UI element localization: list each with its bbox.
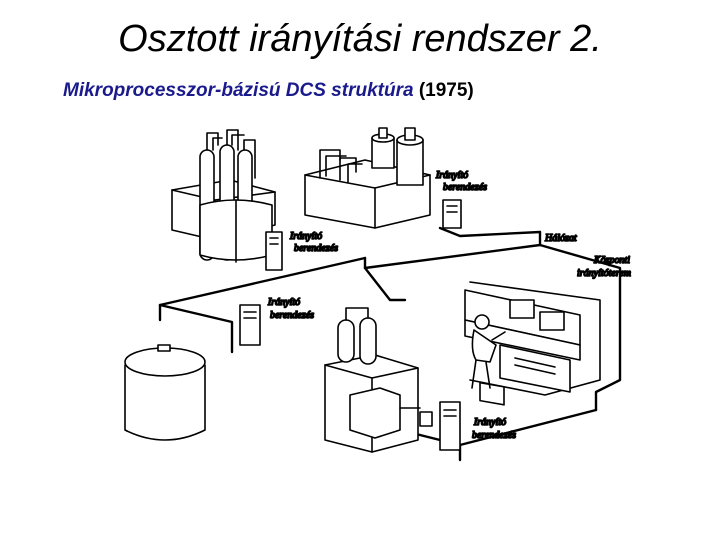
- label-controller-left: Irányító berendezés: [289, 231, 338, 254]
- svg-text:berendezés: berendezés: [294, 243, 338, 254]
- svg-text:irányítóterem: irányítóterem: [577, 268, 631, 279]
- controller-cabinet-bottom: [440, 402, 460, 450]
- svg-text:Irányító: Irányító: [289, 231, 322, 242]
- svg-text:berendezés: berendezés: [443, 182, 487, 193]
- label-controller-middle: Irányító berendezés: [267, 297, 314, 321]
- process-plant-bottom: [325, 308, 432, 452]
- controller-cabinet-left: [266, 232, 282, 270]
- svg-text:berendezés: berendezés: [472, 430, 516, 441]
- label-network: Hálózat: [544, 233, 577, 244]
- svg-text:berendezés: berendezés: [270, 310, 314, 321]
- process-plant-top-left: [172, 130, 275, 262]
- svg-text:Irányító: Irányító: [435, 170, 468, 181]
- label-controller-bottom: Irányító berendezés: [472, 417, 516, 441]
- svg-text:Központi: Központi: [593, 255, 630, 266]
- svg-text:Irányító: Irányító: [267, 297, 300, 308]
- label-controller-top-right: Irányító berendezés: [435, 170, 487, 193]
- controller-cabinet-top-right: [443, 200, 461, 228]
- process-plant-top-middle: [305, 128, 430, 228]
- storage-tank: [125, 345, 205, 440]
- svg-text:Irányító: Irányító: [473, 417, 506, 428]
- controller-cabinet-middle: [240, 305, 260, 345]
